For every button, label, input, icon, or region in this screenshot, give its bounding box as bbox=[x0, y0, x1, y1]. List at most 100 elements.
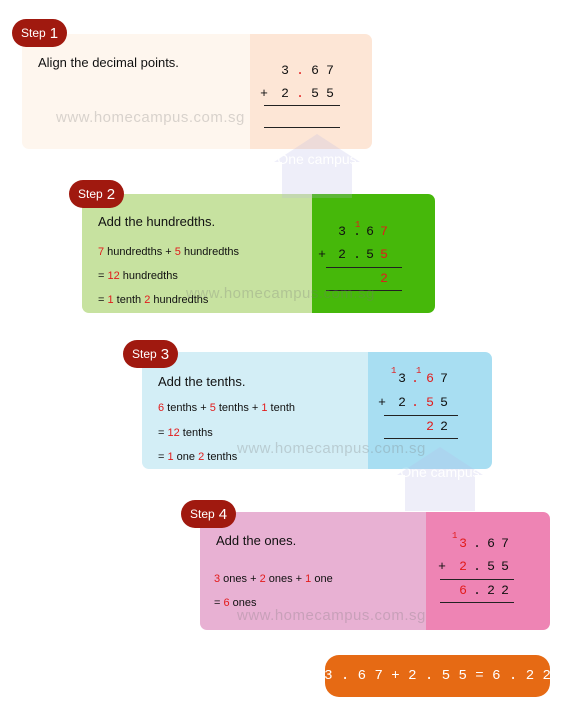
s1-r2-tenths: 5 bbox=[311, 86, 319, 101]
s3-rule-bottom bbox=[384, 438, 458, 439]
s2-res-hundredths: 2 bbox=[380, 271, 388, 286]
s2-l1-text2: hundredths bbox=[180, 246, 239, 258]
s4-res-hundredths: 2 bbox=[501, 583, 509, 598]
s2-l3-text1: tenth bbox=[113, 294, 145, 306]
step4-text-panel bbox=[200, 512, 426, 630]
s3-l3-text1: one bbox=[173, 451, 199, 463]
s1-r1-hundredths: 7 bbox=[326, 63, 334, 78]
s4-r1-ones: 3 bbox=[459, 536, 467, 551]
s3-res-tenths: 2 bbox=[426, 419, 434, 434]
s2-l1-text1: hundredths + bbox=[104, 246, 175, 258]
s2-r1-ones: 3 bbox=[338, 224, 346, 239]
s1-r2-ones: 2 bbox=[281, 86, 289, 101]
s3-r1-ones: 3 bbox=[398, 371, 406, 386]
s2-r2-ones: 2 bbox=[338, 247, 346, 262]
watermark-text: www.homecampus.com.sg bbox=[237, 440, 426, 457]
s3-l3-num1: 1 bbox=[167, 451, 174, 463]
step3-badge: Step 3 bbox=[123, 340, 179, 368]
s4-l1-text3: one bbox=[311, 573, 333, 585]
s3-l3-text2: tenths bbox=[204, 451, 238, 463]
step3-text-panel bbox=[142, 352, 368, 469]
s4-r2-tenths: 5 bbox=[487, 559, 495, 574]
s1-rule-bottom bbox=[264, 127, 340, 128]
s4-l1-num1: 3 bbox=[214, 573, 221, 585]
s4-l1-text2: ones + bbox=[265, 573, 306, 585]
s3-r2-ones: 2 bbox=[398, 395, 406, 410]
s4-r2-ones: 2 bbox=[459, 559, 467, 574]
s4-res-point: . bbox=[473, 583, 481, 598]
s2-r1-tenths: 6 bbox=[366, 224, 374, 239]
step4-title: Add the ones. bbox=[216, 533, 297, 548]
step4-card: Add the ones. 3 ones + 2 ones + 1 one = … bbox=[200, 512, 550, 630]
s3-l3-eq: = bbox=[158, 451, 168, 463]
step2-badge-num: 2 bbox=[106, 185, 116, 203]
step3-line1: 6 tenths + 5 tenths + 1 tenth bbox=[158, 402, 295, 414]
s2-l3-num1: 1 bbox=[107, 294, 114, 306]
s1-r1-ones: 3 bbox=[281, 63, 289, 78]
s3-rule-top bbox=[384, 415, 458, 416]
s3-l1-num3: 1 bbox=[261, 402, 268, 414]
step4-line2: = 6 ones bbox=[214, 597, 257, 609]
s4-l2-eq: = bbox=[214, 597, 224, 609]
step4-calc-panel bbox=[426, 512, 550, 630]
step1-title: Align the decimal points. bbox=[38, 55, 179, 70]
s4-plus: + bbox=[438, 559, 446, 574]
s2-l2-num: 12 bbox=[107, 270, 120, 282]
watermark-text: www.homecampus.com.sg bbox=[186, 285, 375, 302]
s2-rule-top bbox=[326, 267, 402, 268]
step4-badge: Step 4 bbox=[181, 500, 237, 528]
s4-l1-text1: ones + bbox=[220, 573, 260, 585]
s3-r1-point: . bbox=[411, 371, 419, 386]
s2-l1-num2: 5 bbox=[174, 246, 181, 258]
step2-badge-word: Step bbox=[78, 187, 103, 201]
s1-r2-hundredths: 5 bbox=[326, 86, 334, 101]
s2-r1-hundredths: 7 bbox=[380, 224, 388, 239]
s1-r2-point: . bbox=[296, 86, 304, 101]
s3-r1-hundredths: 7 bbox=[440, 371, 448, 386]
step2-line1: 7 hundredths + 5 hundredths bbox=[98, 246, 239, 258]
s3-l2-num: 12 bbox=[167, 427, 180, 439]
s3-l3-num2: 2 bbox=[198, 451, 205, 463]
s4-r1-hundredths: 7 bbox=[501, 536, 509, 551]
s2-plus: + bbox=[318, 247, 326, 262]
step2-calc-panel bbox=[312, 194, 435, 313]
s3-carry-tenths: 1 bbox=[416, 366, 422, 376]
step2-title: Add the hundredths. bbox=[98, 214, 216, 229]
s2-l3-text2: hundredths bbox=[150, 294, 209, 306]
s3-l1-num2: 5 bbox=[209, 402, 216, 414]
s4-l2-num: 6 bbox=[223, 597, 230, 609]
s3-plus: + bbox=[378, 395, 386, 410]
s4-l1-num3: 1 bbox=[305, 573, 312, 585]
step1-badge: Step 1 bbox=[12, 19, 68, 47]
s2-r1-point: . bbox=[353, 224, 361, 239]
step3-badge-word: Step bbox=[132, 347, 157, 361]
step1-badge-word: Step bbox=[21, 26, 46, 40]
step2-badge: Step 2 bbox=[69, 180, 125, 208]
s4-res-ones: 6 bbox=[459, 583, 467, 598]
s4-l2-text: ones bbox=[229, 597, 257, 609]
watermark-logo-icon: One campus bbox=[397, 447, 483, 511]
s2-l3-num2: 2 bbox=[144, 294, 151, 306]
s3-r1-tenths: 6 bbox=[426, 371, 434, 386]
s3-res-hundredths: 2 bbox=[440, 419, 448, 434]
s3-carry-ones: 1 bbox=[391, 366, 397, 376]
watermark-logo-text: One campus bbox=[400, 464, 479, 480]
step3-title: Add the tenths. bbox=[158, 374, 246, 389]
step3-badge-num: 3 bbox=[160, 345, 170, 363]
s2-l2-eq: = bbox=[98, 270, 108, 282]
step1-badge-num: 1 bbox=[49, 24, 59, 42]
step3-calc-panel bbox=[368, 352, 492, 469]
step2-line2: = 12 hundredths bbox=[98, 270, 178, 282]
step1-text-panel bbox=[22, 34, 250, 149]
s2-carry: 1 bbox=[355, 220, 361, 230]
s2-l1-num1: 7 bbox=[98, 246, 105, 258]
watermark-text: www.homecampus.com.sg bbox=[237, 607, 426, 624]
step4-badge-word: Step bbox=[190, 507, 215, 521]
step1-calc-panel bbox=[250, 34, 372, 149]
s3-r2-hundredths: 5 bbox=[440, 395, 448, 410]
s2-l3-eq: = bbox=[98, 294, 108, 306]
step4-badge-num: 4 bbox=[218, 505, 228, 523]
s3-l2-text: tenths bbox=[179, 427, 213, 439]
s3-l1-text1: tenths + bbox=[164, 402, 210, 414]
s2-rule-bottom bbox=[326, 290, 402, 291]
